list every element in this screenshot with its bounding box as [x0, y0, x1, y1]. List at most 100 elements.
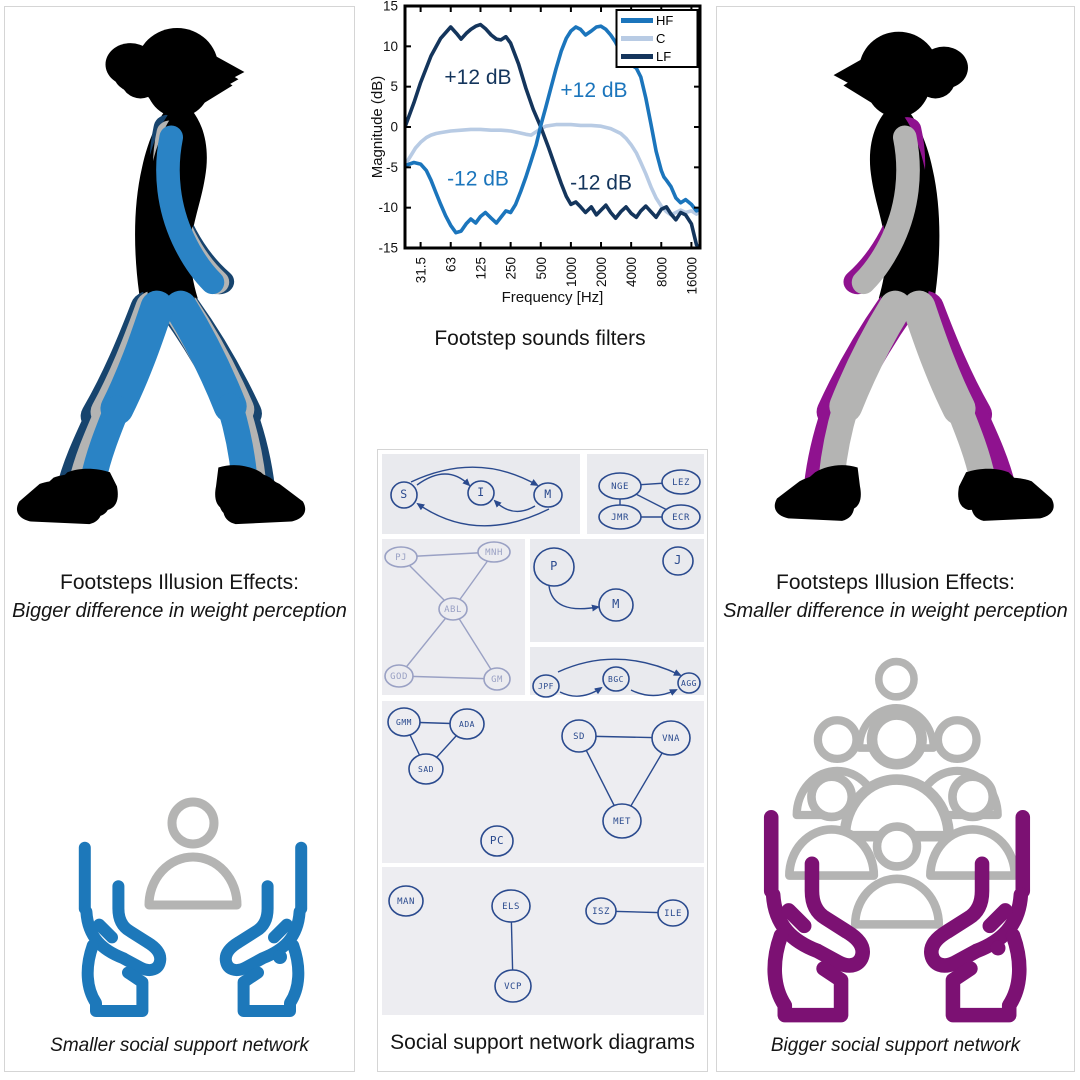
- network-node: [388, 885, 424, 917]
- network-arrow: [559, 686, 603, 697]
- x-tick-label: 500: [534, 257, 549, 280]
- network-node: [390, 481, 418, 509]
- network-node: [662, 546, 694, 576]
- network-node-label: S: [400, 487, 407, 501]
- y-tick-label: 0: [390, 120, 398, 135]
- network-node: [598, 588, 634, 622]
- network-arrow: [557, 658, 682, 676]
- network-node-label: JMR: [611, 513, 629, 523]
- network-node-label: M: [544, 487, 551, 501]
- network-node-label: ADA: [459, 720, 475, 729]
- network-node-label: GOD: [390, 672, 408, 682]
- network-node-label: MNH: [485, 548, 503, 558]
- legend-label: LF: [656, 49, 671, 64]
- network-node: [384, 664, 414, 688]
- network-node: [677, 672, 701, 694]
- network-arrow: [548, 585, 600, 612]
- network-node: [661, 469, 701, 495]
- x-tick-label: 125: [474, 257, 489, 280]
- legend-label: C: [656, 31, 665, 46]
- network-node: [598, 472, 642, 500]
- network-node: [533, 547, 575, 587]
- network-node: [532, 674, 560, 698]
- big-support-network-icon: [752, 652, 1042, 1024]
- network-node-label: ELS: [502, 902, 520, 912]
- network-node: [387, 707, 421, 737]
- network-arrow: [630, 689, 678, 697]
- network-node: [561, 719, 597, 753]
- network-edge: [452, 608, 498, 680]
- y-tick-label: 10: [383, 39, 398, 54]
- x-tick-label: 8000: [654, 257, 669, 287]
- network-snippet-bottom: MAN ELS VCP ISZ ILE: [382, 867, 704, 1015]
- x-tick-label: 31.5: [414, 257, 429, 283]
- network-node-label: PC: [490, 834, 504, 847]
- series-HF: [405, 24, 700, 235]
- right-hand-icon: [226, 848, 301, 1011]
- network-node-label: SD: [573, 732, 585, 742]
- x-tick-label: 4000: [624, 257, 639, 287]
- network-snippet-pmj: PMJ: [530, 539, 704, 642]
- left-hand-icon: [85, 848, 160, 1011]
- chart-caption: Footstep sounds filters: [434, 327, 646, 350]
- network-node-label: ILE: [664, 909, 682, 919]
- network-edge: [398, 675, 498, 680]
- network-node-label: ABL: [444, 605, 462, 615]
- network-edge: [398, 608, 454, 677]
- person-icon: [149, 802, 237, 905]
- network-node-label: MET: [613, 817, 631, 827]
- gain-annotation: -12 dB: [570, 172, 632, 195]
- network-node: [408, 753, 444, 785]
- network-node: [598, 504, 642, 530]
- network-node: [438, 597, 468, 621]
- x-tick-label: 63: [444, 257, 459, 272]
- network-node-label: PJ: [395, 553, 407, 563]
- network-node-label: MAN: [397, 897, 415, 907]
- network-node: [533, 482, 563, 508]
- network-node: [467, 480, 495, 506]
- network-node: [384, 546, 418, 568]
- network-snippet-star: PJ MNH ABL GOD GM: [382, 539, 525, 695]
- network-node: [657, 899, 689, 927]
- network-arrow: [493, 499, 536, 513]
- x-tick-label: 250: [504, 257, 519, 280]
- network-node-label: GM: [491, 675, 503, 685]
- right-illusion-subtitle: Smaller difference in weight perception: [723, 600, 1068, 622]
- network-node: [602, 666, 630, 692]
- y-axis-label: Magnitude (dB): [369, 76, 386, 179]
- network-node-label: VNA: [662, 734, 680, 744]
- y-tick-label: 5: [390, 79, 398, 94]
- network-snippet-mid: GMM ADA SAD SD VNA MET PC: [382, 701, 704, 863]
- legend-label: HF: [656, 13, 673, 28]
- right-support-caption: Bigger social support network: [770, 1035, 1021, 1056]
- network-node: [483, 667, 511, 691]
- network-node-label: AGG: [681, 679, 697, 688]
- network-node-label: SAD: [418, 765, 434, 774]
- network-node-label: GMM: [396, 718, 412, 727]
- network-node: [480, 825, 514, 857]
- y-tick-label: 15: [383, 0, 398, 14]
- network-node: [585, 897, 617, 925]
- network-node: [477, 541, 511, 563]
- network-node-label: VCP: [504, 982, 522, 992]
- y-tick-label: -15: [378, 241, 398, 256]
- network-node-label: ECR: [672, 513, 690, 523]
- left-illusion-subtitle: Bigger difference in weight perception: [12, 600, 347, 622]
- network-node: [494, 969, 532, 1003]
- legend: HF C LF: [615, 9, 699, 68]
- network-node-label: BGC: [608, 675, 624, 684]
- network-node-label: NGE: [611, 482, 629, 492]
- network-arrow: [416, 502, 550, 527]
- network-node: [602, 803, 642, 839]
- network-node-label: I: [477, 485, 484, 499]
- x-axis-label: Frequency [Hz]: [502, 289, 604, 306]
- thumb-dot: [990, 940, 1006, 956]
- network-node-label: ISZ: [592, 907, 610, 917]
- left-walking-figure: [18, 10, 348, 576]
- x-tick-label: 1000: [564, 257, 579, 287]
- left-illusion-title: Footsteps Illusion Effects:: [60, 571, 299, 594]
- left-support-caption: Smaller social support network: [50, 1035, 309, 1056]
